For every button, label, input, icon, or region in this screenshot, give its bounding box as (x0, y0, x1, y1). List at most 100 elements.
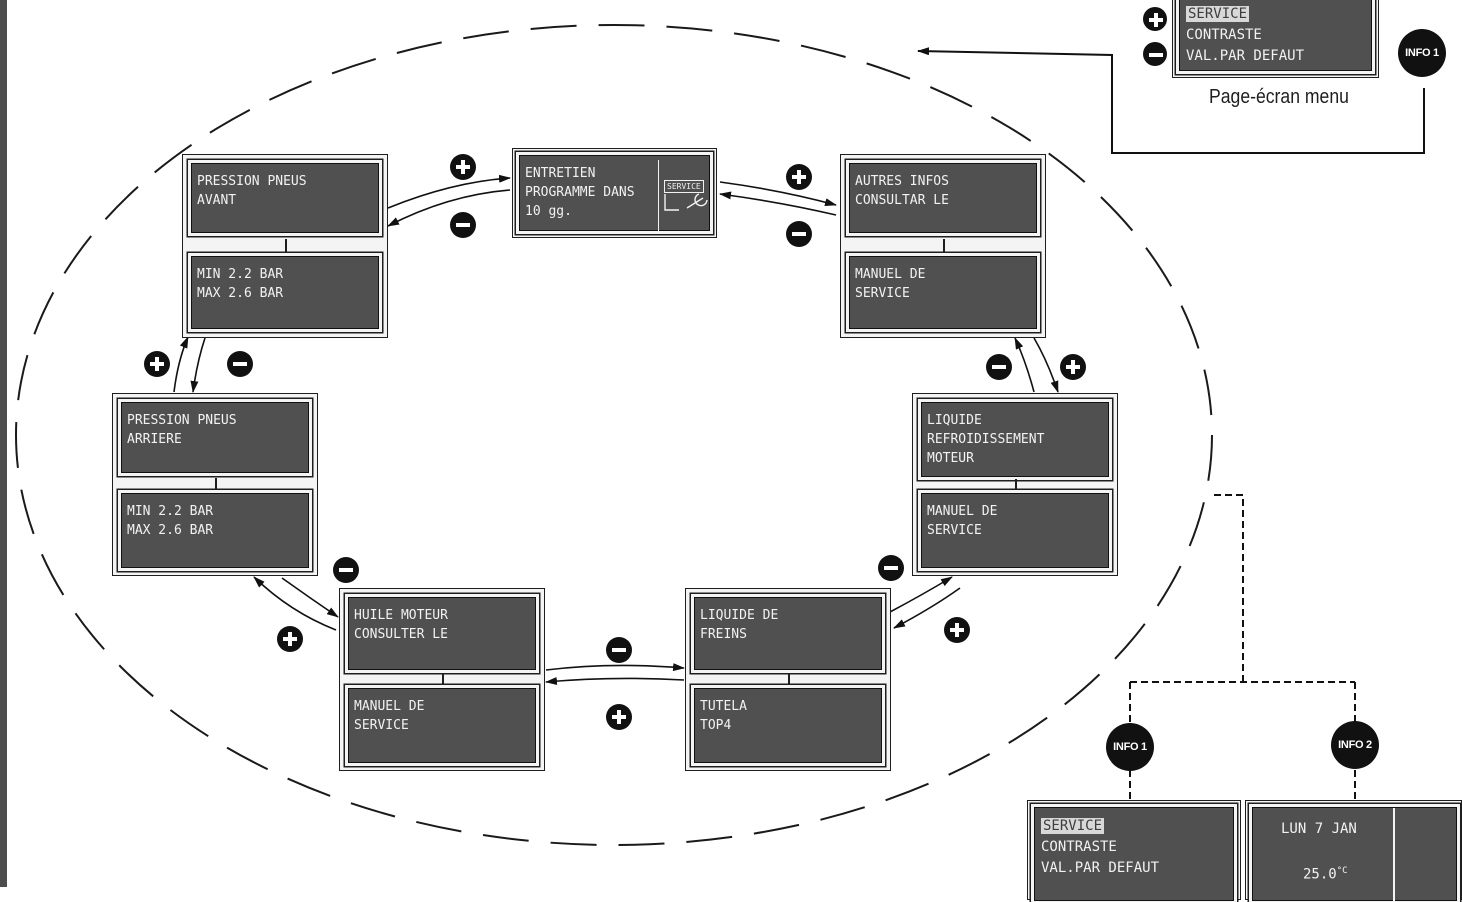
screen-autres-infos: AUTRES INFOS CONSULTAR LE MANUEL DE SERV… (840, 154, 1046, 338)
freins-top-line-1: LIQUIDE DE (700, 608, 779, 623)
menu-plus-icon (1143, 7, 1167, 31)
autres-infos-bottom-line-1: MANUEL DE (855, 267, 926, 282)
info2-clock-screen: LUN 7 JAN 25.0°C (1245, 800, 1462, 902)
refroid-top-line-2: REFROIDISSEMENT (927, 432, 1045, 447)
plus-icon (450, 154, 476, 180)
pression-arriere-top-lcd: PRESSION PNEUS ARRIERE (121, 402, 309, 473)
pression-avant-bottom-line-2: MAX 2.6 BAR (197, 286, 284, 301)
plus-icon (606, 704, 632, 730)
pression-avant-bottom-line-1: MIN 2.2 BAR (197, 267, 284, 282)
arrow-avant-to-entretien (387, 174, 511, 209)
pression-arriere-top-line-1: PRESSION PNEUS (127, 413, 237, 428)
freins-bottom-line-2: TOP4 (700, 718, 732, 733)
arrow-autres-to-entretien (719, 191, 837, 216)
screen-liquide-refroidissement: LIQUIDE REFROIDISSEMENT MOTEUR MANUEL DE… (912, 393, 1118, 576)
arrow-arriere-to-huile (281, 577, 339, 618)
screen-pression-avant: PRESSION PNEUS AVANT MIN 2.2 BAR MAX 2.6… (182, 154, 388, 338)
screen-pression-arriere: PRESSION PNEUS ARRIERE MIN 2.2 BAR MAX 2… (112, 393, 318, 576)
connector-stem (442, 674, 444, 688)
info1-menu-item-val-par-defaut: VAL.PAR DEFAUT (1041, 860, 1160, 876)
info-split-dashed-line (1129, 494, 1356, 800)
screen-liquide-freins: LIQUIDE DE FREINS TUTELA TOP4 (685, 588, 891, 771)
connector-stem (1015, 479, 1017, 493)
connector-stem (215, 478, 217, 492)
connector-stem (788, 674, 790, 688)
minus-icon (227, 351, 253, 377)
plus-icon (277, 626, 303, 652)
refroid-top-lcd: LIQUIDE REFROIDISSEMENT MOTEUR (921, 402, 1109, 477)
cycle-dashed-ellipse (15, 24, 1213, 846)
info2-clock-lcd: LUN 7 JAN 25.0°C (1252, 807, 1457, 902)
menu-item-service: SERVICE (1186, 6, 1250, 22)
arrow-huile-to-freins (545, 663, 685, 672)
pression-arriere-bottom-line-2: MAX 2.6 BAR (127, 523, 214, 538)
arrow-arriere-to-avant (173, 336, 189, 393)
screen-entretien: ENTRETIEN PROGRAMME DANS 10 gg. SERVICE (512, 148, 717, 238)
info1-button-bottom[interactable]: INFO 1 (1106, 723, 1154, 771)
clock-divider (1393, 808, 1395, 902)
refroid-bottom-lcd: MANUEL DE SERVICE (921, 493, 1109, 568)
minus-icon (786, 221, 812, 247)
pression-avant-bottom-lcd: MIN 2.2 BAR MAX 2.6 BAR (191, 256, 379, 329)
plus-icon (144, 351, 170, 377)
minus-icon (878, 555, 904, 581)
clock-temperature-unit: °C (1336, 866, 1348, 876)
menu-item-contraste: CONTRASTE (1186, 27, 1262, 43)
refroid-top-line-1: LIQUIDE (927, 413, 982, 428)
refroid-bottom-line-2: SERVICE (927, 523, 982, 538)
huile-bottom-line-1: MANUEL DE (354, 699, 425, 714)
autres-infos-top-line-1: AUTRES INFOS (855, 174, 949, 189)
freins-top-lcd: LIQUIDE DE FREINS (694, 597, 882, 670)
menu-minus-icon (1143, 42, 1167, 66)
arrow-huile-to-arriere (253, 576, 337, 631)
clock-temperature: 25.0 (1303, 866, 1337, 883)
huile-top-line-1: HUILE MOTEUR (354, 608, 448, 623)
info2-button-bottom[interactable]: INFO 2 (1331, 721, 1379, 769)
huile-top-lcd: HUILE MOTEUR CONSULTER LE (348, 597, 536, 670)
minus-icon (986, 354, 1012, 380)
pression-arriere-top-line-2: ARRIERE (127, 432, 182, 447)
pression-avant-top-line-2: AVANT (197, 193, 237, 208)
huile-bottom-line-2: SERVICE (354, 718, 409, 733)
info1-menu-screen: SERVICE CONTRASTE VAL.PAR DEFAUT (1027, 800, 1241, 901)
arrow-avant-to-arriere (190, 337, 206, 393)
connector-stem (285, 239, 287, 253)
entretien-line-2: PROGRAMME DANS (525, 185, 635, 200)
info1-button-top[interactable]: INFO 1 (1398, 29, 1446, 77)
clock-temperature-row: 25.0°C (1303, 862, 1348, 885)
plus-icon (786, 164, 812, 190)
info1-to-cycle-arrow (917, 47, 1425, 154)
info1-menu-lcd: SERVICE CONTRASTE VAL.PAR DEFAUT (1034, 807, 1234, 901)
info1-menu-item-contraste: CONTRASTE (1041, 839, 1117, 855)
screen-huile-moteur: HUILE MOTEUR CONSULTER LE MANUEL DE SERV… (339, 588, 545, 771)
refroid-bottom-line-1: MANUEL DE (927, 504, 998, 519)
freins-bottom-line-1: TUTELA (700, 699, 747, 714)
huile-bottom-lcd: MANUEL DE SERVICE (348, 688, 536, 763)
service-icon-label: SERVICE (664, 180, 704, 193)
arrow-entretien-to-avant (387, 189, 511, 227)
pression-avant-top-line-1: PRESSION PNEUS (197, 174, 307, 189)
autres-infos-bottom-line-2: SERVICE (855, 286, 910, 301)
plus-icon (944, 617, 970, 643)
pression-arriere-bottom-lcd: MIN 2.2 BAR MAX 2.6 BAR (121, 493, 309, 568)
freins-top-line-2: FREINS (700, 627, 747, 642)
minus-icon (333, 557, 359, 583)
connector-stem (943, 239, 945, 253)
minus-icon (606, 637, 632, 663)
autres-infos-bottom-lcd: MANUEL DE SERVICE (849, 256, 1037, 329)
menu-screen-lcd: SERVICE CONTRASTE VAL.PAR DEFAUT (1179, 0, 1372, 71)
menu-item-val-par-defaut: VAL.PAR DEFAUT (1186, 48, 1305, 64)
arrow-freins-to-refroid (889, 576, 953, 613)
freins-bottom-lcd: TUTELA TOP4 (694, 688, 882, 763)
arrow-entretien-to-autres (719, 181, 837, 207)
arrow-freins-to-huile (545, 677, 685, 685)
pression-avant-top-lcd: PRESSION PNEUS AVANT (191, 163, 379, 233)
minus-icon (450, 212, 476, 238)
service-wrench-icon: SERVICE (658, 160, 713, 232)
entretien-line-3: 10 gg. (525, 204, 572, 219)
info1-menu-item-service: SERVICE (1041, 818, 1105, 834)
menu-screen-unit: SERVICE CONTRASTE VAL.PAR DEFAUT (1172, 0, 1379, 78)
entretien-line-1: ENTRETIEN (525, 166, 596, 181)
page-edge-bar (0, 0, 7, 887)
